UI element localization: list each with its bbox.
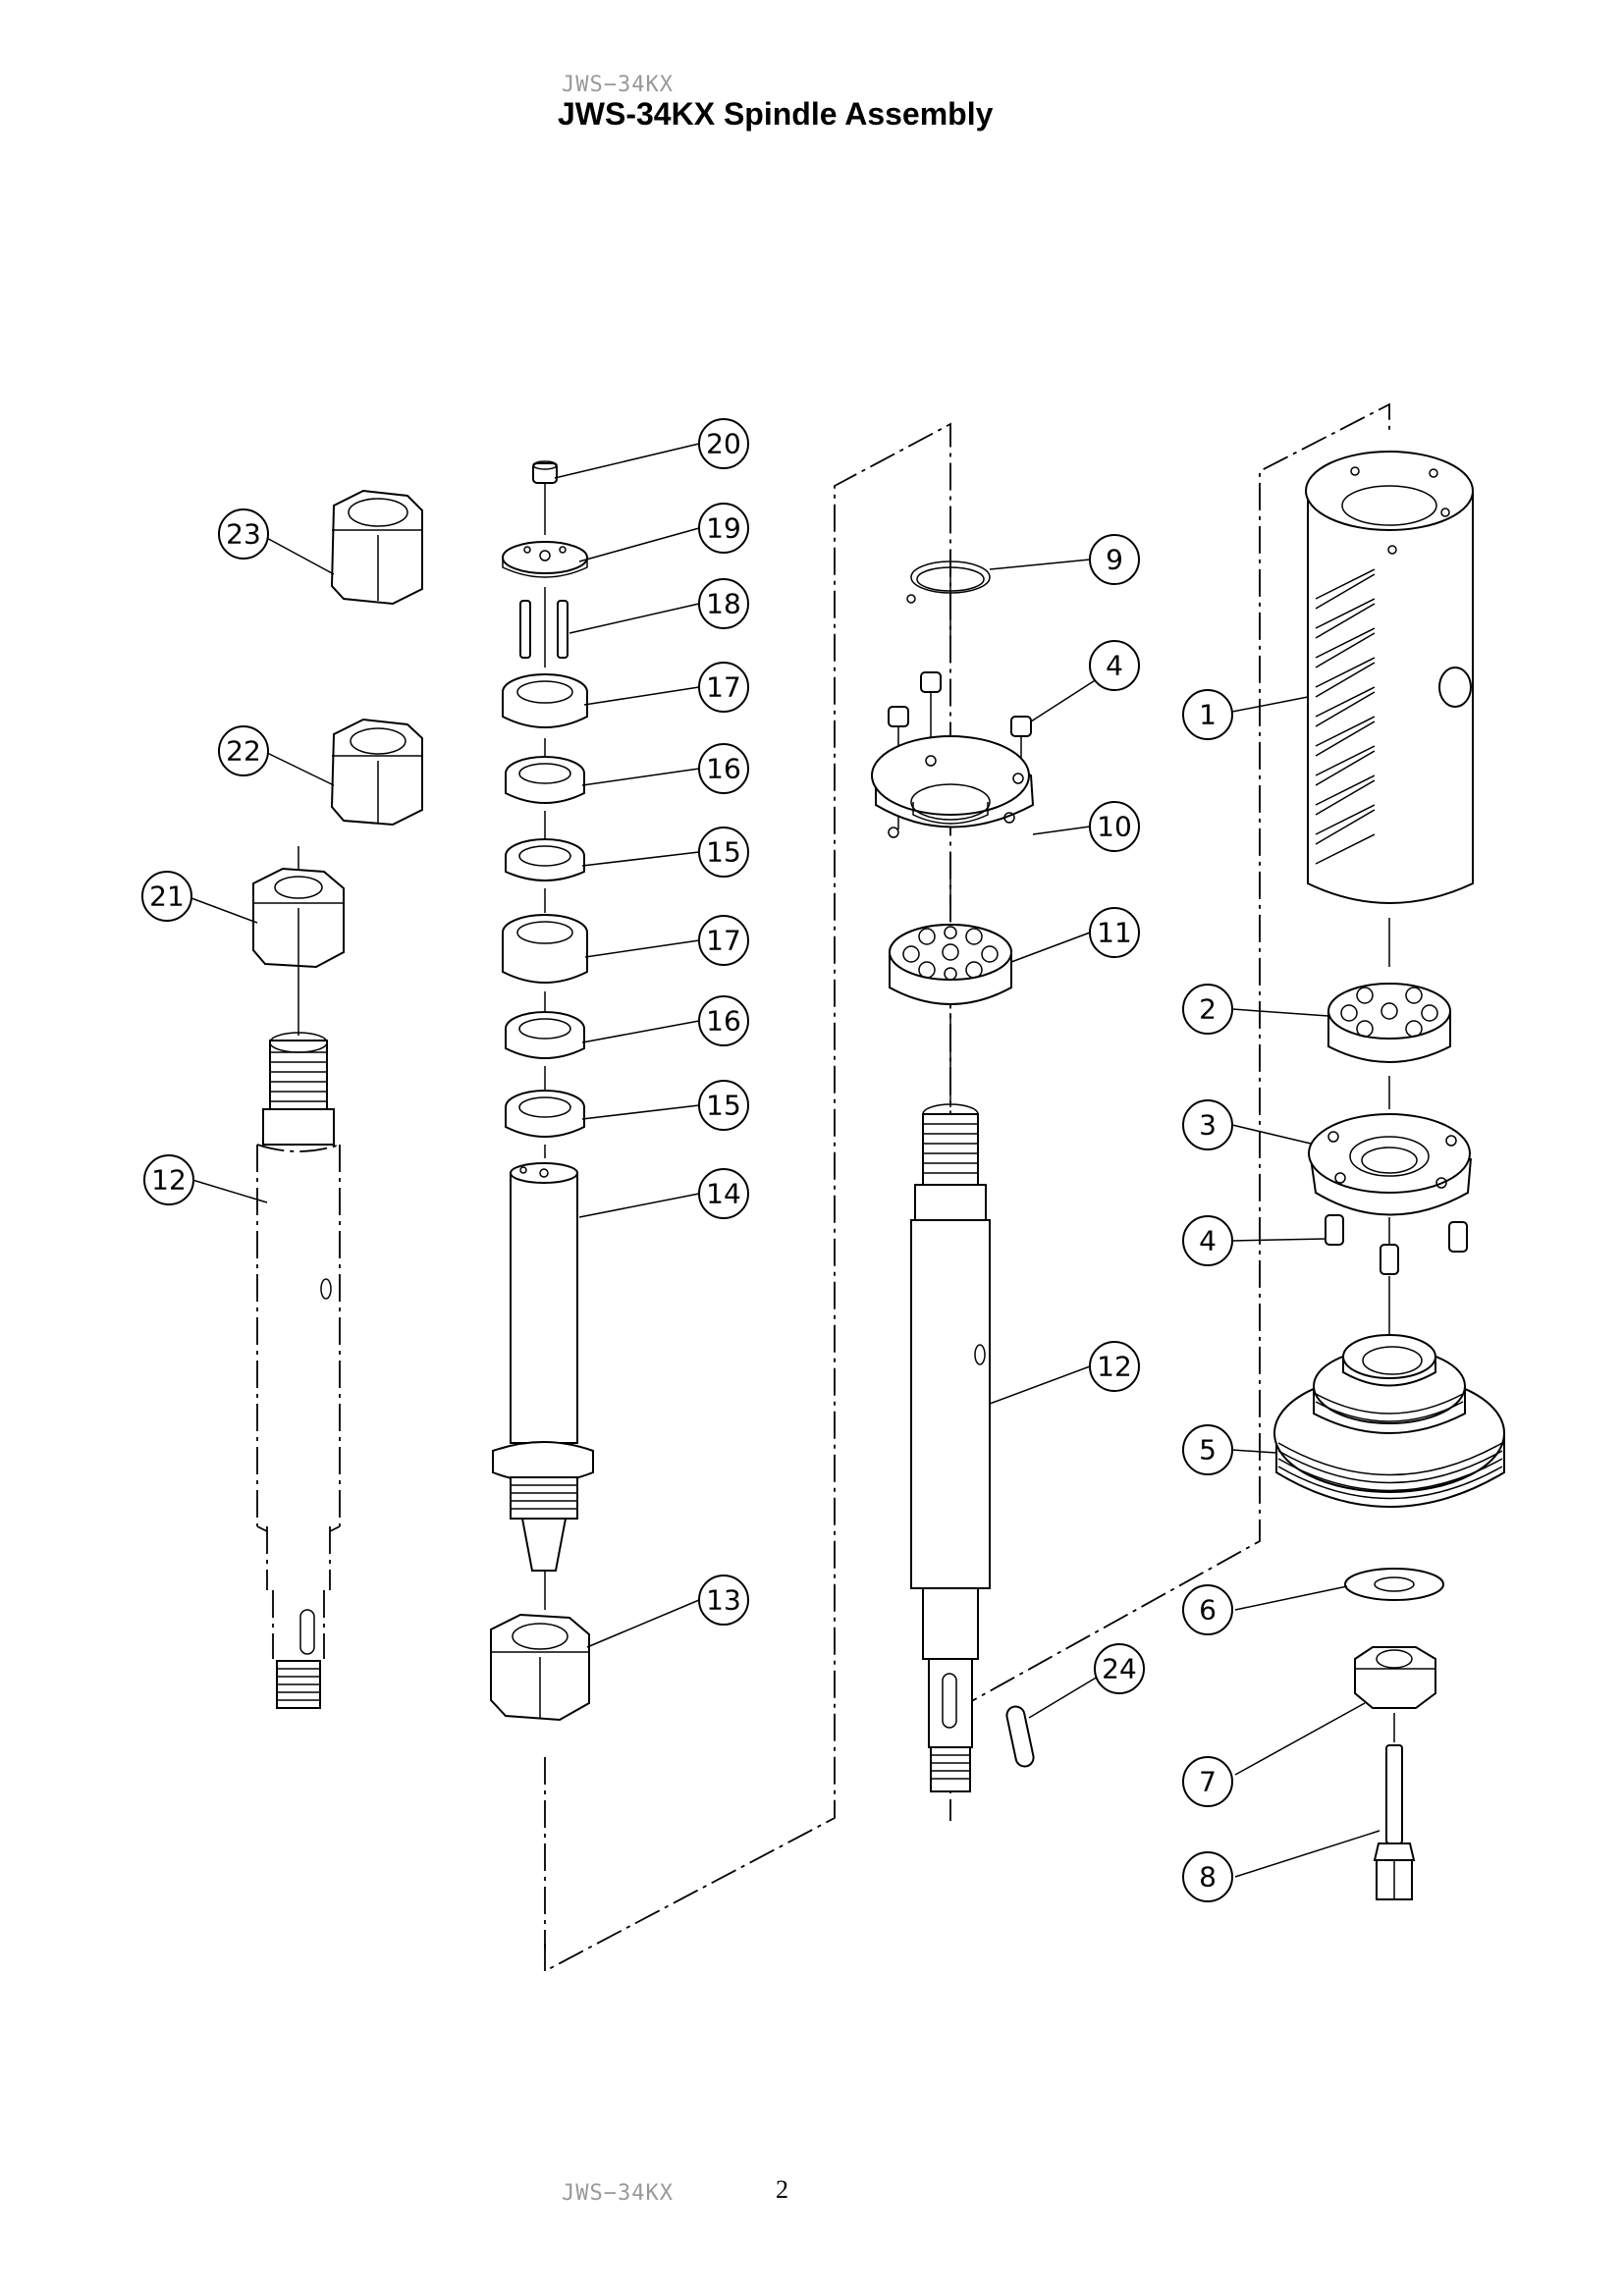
callout-20: 20 — [698, 418, 749, 469]
callout-17-lower: 17 — [698, 915, 749, 966]
callout-10: 10 — [1089, 801, 1140, 852]
callout-9: 9 — [1089, 534, 1140, 585]
callout-18: 18 — [698, 578, 749, 629]
callout-15-lower: 15 — [698, 1080, 749, 1131]
callout-22: 22 — [218, 725, 269, 776]
svg-text:21: 21 — [149, 881, 185, 913]
svg-text:14: 14 — [706, 1178, 741, 1210]
svg-text:24: 24 — [1102, 1653, 1137, 1685]
page-title: JWS-34KX Spindle Assembly — [558, 96, 994, 132]
svg-text:2: 2 — [1199, 993, 1217, 1026]
part-4-screws-lower — [1325, 1214, 1468, 1275]
svg-text:23: 23 — [226, 518, 261, 551]
part-16-bearing-a — [505, 756, 585, 804]
svg-text:5: 5 — [1199, 1434, 1217, 1467]
svg-text:12: 12 — [1097, 1351, 1132, 1383]
svg-text:15: 15 — [706, 1090, 741, 1122]
svg-text:6: 6 — [1199, 1594, 1217, 1627]
callout-24: 24 — [1094, 1643, 1145, 1694]
callout-3: 3 — [1182, 1099, 1233, 1150]
callout-16-lower: 16 — [698, 995, 749, 1046]
part-23-hex-nut — [330, 489, 423, 606]
callout-13: 13 — [698, 1575, 749, 1626]
footer-model-label: JWS−34KX — [562, 2181, 674, 2206]
svg-text:18: 18 — [706, 588, 741, 620]
callout-4-upper: 4 — [1089, 640, 1140, 691]
svg-text:20: 20 — [706, 428, 741, 460]
part-6-washer — [1344, 1568, 1444, 1601]
callout-23: 23 — [218, 508, 269, 560]
page-number: 2 — [776, 2175, 788, 2204]
callout-11: 11 — [1089, 907, 1140, 958]
part-14-arbor — [492, 1162, 594, 1572]
callout-12-left: 12 — [143, 1154, 194, 1205]
part-18-pins — [519, 600, 568, 659]
part-12-spindle-shaft-b — [910, 1103, 991, 1792]
part-9-retaining-ring — [906, 561, 991, 604]
svg-text:7: 7 — [1199, 1766, 1217, 1798]
svg-text:22: 22 — [226, 735, 261, 768]
column-d-parts — [1273, 451, 1505, 1900]
svg-text:15: 15 — [706, 836, 741, 869]
part-17-bearing-b — [502, 914, 588, 984]
part-11-bearing — [889, 924, 1012, 1005]
callout-8: 8 — [1182, 1851, 1233, 1902]
part-2-bearing — [1327, 983, 1451, 1063]
column-c-parts — [871, 550, 1035, 1792]
svg-text:12: 12 — [151, 1164, 187, 1197]
part-24-key — [1005, 1705, 1035, 1768]
part-7-hex-nut — [1354, 1646, 1436, 1709]
part-12-spindle-shaft-a — [256, 1032, 341, 1709]
part-20-cap-screw — [532, 460, 558, 484]
part-15-bearing-b — [505, 1090, 585, 1138]
part-16-bearing-b — [505, 1011, 585, 1059]
svg-text:13: 13 — [706, 1584, 741, 1617]
callout-21: 21 — [141, 871, 192, 922]
callout-7: 7 — [1182, 1756, 1233, 1807]
svg-text:3: 3 — [1199, 1109, 1217, 1142]
svg-text:19: 19 — [706, 512, 741, 545]
callout-15-upper: 15 — [698, 827, 749, 878]
part-15-bearing-a — [505, 838, 585, 881]
svg-text:4: 4 — [1199, 1225, 1217, 1257]
callout-2: 2 — [1182, 984, 1233, 1035]
part-3-flange — [1308, 1113, 1472, 1216]
column-b-parts — [490, 460, 594, 1722]
callout-17-upper: 17 — [698, 662, 749, 713]
column-a-parts — [252, 489, 423, 1709]
callout-1: 1 — [1182, 689, 1233, 740]
part-1-spindle-housing — [1305, 451, 1474, 904]
callout-14: 14 — [698, 1168, 749, 1219]
part-21-hex-nut — [252, 867, 345, 969]
part-17-bearing-a — [502, 673, 588, 728]
part-19-plate — [502, 541, 588, 578]
callout-12-right: 12 — [1089, 1341, 1140, 1392]
svg-text:8: 8 — [1199, 1861, 1217, 1894]
callout-19: 19 — [698, 503, 749, 554]
part-5-pulley — [1273, 1334, 1505, 1508]
svg-text:16: 16 — [706, 1005, 741, 1038]
svg-text:11: 11 — [1097, 917, 1132, 949]
header-model-label: JWS−34KX — [562, 73, 674, 97]
svg-text:1: 1 — [1199, 699, 1217, 731]
callout-6: 6 — [1182, 1584, 1233, 1635]
part-10-flange — [871, 735, 1035, 838]
svg-text:17: 17 — [706, 925, 741, 957]
svg-text:10: 10 — [1097, 811, 1132, 843]
part-8-bolt — [1373, 1744, 1416, 1900]
callout-16-upper: 16 — [698, 743, 749, 794]
part-13-hex-nut — [490, 1613, 590, 1722]
svg-text:17: 17 — [706, 671, 741, 704]
callout-4-lower: 4 — [1182, 1215, 1233, 1266]
svg-text:4: 4 — [1106, 650, 1123, 682]
leader-lines — [190, 443, 1380, 1878]
svg-text:9: 9 — [1106, 544, 1123, 576]
callout-5: 5 — [1182, 1424, 1233, 1475]
svg-text:16: 16 — [706, 753, 741, 785]
part-22-hex-nut — [330, 718, 423, 827]
